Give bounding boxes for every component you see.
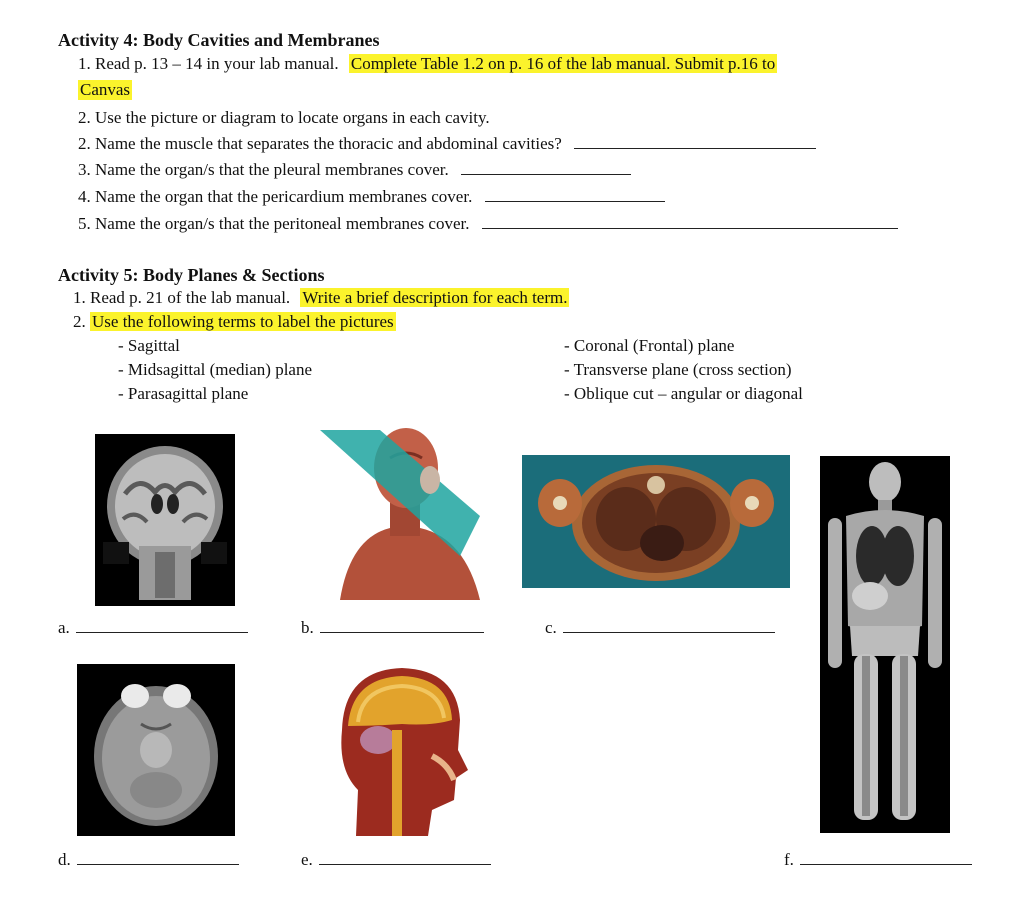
- item1-text: Read p. 13 – 14 in your lab manual.: [95, 54, 339, 73]
- answer-blank-f[interactable]: [799, 850, 972, 865]
- image-f-full-body-mri: [820, 456, 950, 833]
- activity4-item2b: 2. Name the muscle that separates the th…: [78, 134, 817, 154]
- label-letter: c.: [545, 618, 557, 637]
- term-sagittal: - Sagittal: [118, 336, 180, 355]
- question-text: 5. Name the organ/s that the peritoneal …: [78, 214, 470, 233]
- label-d: d.: [58, 850, 239, 870]
- answer-blank[interactable]: [481, 214, 898, 229]
- label-b: b.: [301, 618, 484, 638]
- item-number: 1.: [78, 54, 91, 73]
- answer-blank-a[interactable]: [75, 618, 248, 633]
- answer-blank[interactable]: [460, 160, 631, 175]
- item-number: 1.: [73, 288, 86, 307]
- item1-highlight-continued: Canvas: [78, 80, 133, 100]
- label-a: a.: [58, 618, 248, 638]
- answer-blank-e[interactable]: [318, 850, 491, 865]
- answer-blank-c[interactable]: [562, 618, 775, 633]
- image-c-thorax-transverse-section: [522, 455, 790, 588]
- label-letter: f.: [784, 850, 794, 869]
- activity4-item3: 3. Name the organ/s that the pleural mem…: [78, 160, 631, 180]
- answer-blank[interactable]: [574, 134, 817, 149]
- activity5-title: Activity 5: Body Planes & Sections: [58, 265, 325, 285]
- label-letter: d.: [58, 850, 71, 869]
- question-text: 4. Name the organ that the pericardium m…: [78, 187, 473, 206]
- item1-highlight: Complete Table 1.2 on p. 16 of the lab m…: [348, 54, 778, 73]
- answer-blank-b[interactable]: [319, 618, 484, 633]
- activity4-item2a: 2. Use the picture or diagram to locate …: [78, 108, 490, 127]
- activity5-item1: 1. Read p. 21 of the lab manual. Write a…: [73, 288, 570, 308]
- answer-blank[interactable]: [484, 187, 665, 202]
- activity4-item1: 1. Read p. 13 – 14 in your lab manual. C…: [78, 54, 778, 74]
- terms-right-list: - Coronal (Frontal) plane - Transverse p…: [564, 334, 803, 406]
- image-d-transverse-brain-mri: [77, 664, 235, 836]
- terms-left-list: - Sagittal - Midsagittal (median) plane …: [118, 334, 312, 406]
- term-transverse: - Transverse plane (cross section): [564, 360, 792, 379]
- activity5-item2: 2. Use the following terms to label the …: [73, 312, 396, 332]
- label-letter: a.: [58, 618, 70, 637]
- question-text: 2. Name the muscle that separates the th…: [78, 134, 562, 153]
- activity4-item4: 4. Name the organ that the pericardium m…: [78, 187, 665, 207]
- label-f: f.: [784, 850, 972, 870]
- label-letter: b.: [301, 618, 314, 637]
- term-oblique: - Oblique cut – angular or diagonal: [564, 384, 803, 403]
- item1-text: Read p. 21 of the lab manual.: [90, 288, 291, 307]
- activity4-item5: 5. Name the organ/s that the peritoneal …: [78, 214, 898, 234]
- question-text: 3. Name the organ/s that the pleural mem…: [78, 160, 449, 179]
- item-number: 2.: [73, 312, 86, 331]
- term-midsagittal: - Midsagittal (median) plane: [118, 360, 313, 379]
- item2-highlight: Use the following terms to label the pic…: [90, 312, 396, 331]
- image-e-midsagittal-head: [332, 660, 472, 836]
- item1-highlight: Write a brief description for each term.: [300, 288, 570, 307]
- term-parasagittal: - Parasagittal plane: [118, 384, 249, 403]
- label-letter: e.: [301, 850, 313, 869]
- label-c: c.: [545, 618, 775, 638]
- term-coronal: - Coronal (Frontal) plane: [564, 336, 735, 355]
- activity4-title: Activity 4: Body Cavities and Membranes: [58, 30, 380, 50]
- answer-blank-d[interactable]: [76, 850, 239, 865]
- label-e: e.: [301, 850, 491, 870]
- image-a-coronal-brain-mri: [95, 434, 235, 606]
- image-b-oblique-cut-figure: [320, 428, 492, 600]
